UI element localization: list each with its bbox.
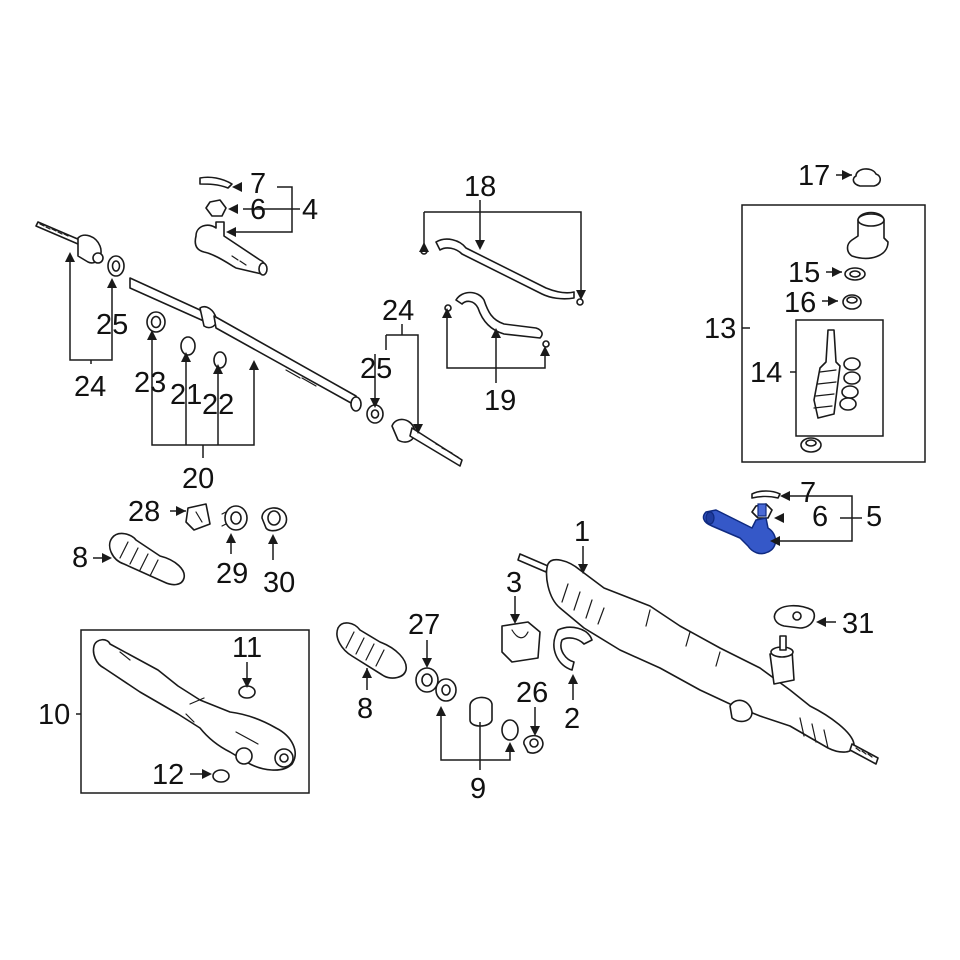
valve-housing[interactable] (846, 211, 889, 260)
pressure-hose[interactable] (420, 238, 584, 306)
callout-4: 4 (302, 194, 318, 226)
mount-bushing[interactable] (501, 621, 541, 663)
callout-24-right: 24 (382, 295, 414, 327)
callout-20: 20 (182, 463, 214, 495)
callout-27: 27 (408, 609, 440, 641)
callout-17: 17 (798, 160, 830, 192)
callout-28: 28 (128, 496, 160, 528)
callout-9: 9 (470, 773, 486, 805)
bushing-30[interactable] (261, 507, 288, 532)
castle-nut-top[interactable] (205, 199, 227, 217)
callout-8-center: 8 (357, 693, 373, 725)
callout-31: 31 (842, 608, 874, 640)
callout-21: 21 (170, 379, 202, 411)
callout-3: 3 (506, 567, 522, 599)
control-valve[interactable] (813, 329, 861, 419)
rack-shaft[interactable] (129, 277, 362, 412)
seal-15[interactable] (844, 267, 866, 281)
mount-bracket[interactable] (553, 626, 593, 671)
o-ring-9c[interactable] (501, 719, 519, 741)
gasket-31[interactable] (773, 604, 816, 629)
inner-tie-rod-left[interactable] (35, 221, 104, 264)
rack-seal[interactable] (146, 311, 166, 333)
callout-13: 13 (704, 313, 736, 345)
ring-9a[interactable] (435, 678, 457, 702)
callout-25-right: 25 (360, 353, 392, 385)
cotter-pin-right[interactable] (751, 490, 781, 499)
seal-16[interactable] (842, 294, 862, 310)
cotter-pin-top[interactable] (199, 176, 233, 189)
box-14 (795, 319, 884, 437)
callout-8-left: 8 (72, 542, 88, 574)
tie-rod-end-left[interactable] (194, 221, 268, 276)
bushing-9b[interactable] (469, 696, 493, 727)
bushing-26[interactable] (523, 734, 544, 754)
callout-16: 16 (784, 287, 816, 319)
box-10 (80, 629, 310, 794)
bellows-boot-left[interactable] (108, 532, 185, 586)
callout-11: 11 (232, 632, 262, 664)
o-ring-21[interactable] (180, 336, 196, 356)
callout-6-right: 6 (812, 501, 828, 533)
callout-15: 15 (788, 257, 820, 289)
callout-26: 26 (516, 677, 548, 709)
inner-tie-rod-right[interactable] (391, 418, 463, 467)
bellows-boot-center[interactable] (336, 622, 407, 679)
callout-25-left: 25 (96, 309, 128, 341)
dust-cover[interactable] (852, 168, 882, 187)
washer-left[interactable] (107, 255, 125, 277)
plug-12[interactable] (212, 769, 230, 783)
callout-2: 2 (564, 703, 580, 735)
callout-22: 22 (202, 389, 234, 421)
ring-27[interactable] (415, 667, 439, 693)
callout-12: 12 (152, 759, 184, 791)
callout-19: 19 (484, 385, 516, 417)
oil-seal-bottom[interactable] (800, 437, 822, 453)
callout-30: 30 (263, 567, 295, 599)
callout-29: 29 (216, 558, 248, 590)
callout-24-left: 24 (74, 371, 106, 403)
arrowheads (65, 170, 852, 779)
callout-18: 18 (464, 171, 496, 203)
gear-housing[interactable] (92, 638, 296, 771)
tie-rod-end-right-highlighted[interactable] (702, 503, 777, 555)
callout-7-right: 7 (800, 477, 816, 509)
steering-rack-assembly[interactable] (517, 553, 879, 765)
callout-6-top: 6 (250, 194, 266, 226)
box-13 (741, 204, 926, 463)
callout-10: 10 (38, 699, 70, 731)
callout-23: 23 (134, 367, 166, 399)
callout-1: 1 (574, 516, 590, 548)
callout-5: 5 (866, 501, 882, 533)
callout-labels: 7 6 4 25 24 23 21 22 20 24 25 18 19 17 1… (38, 160, 882, 805)
callout-7-top: 7 (250, 168, 266, 200)
return-hose[interactable] (444, 291, 550, 348)
bushing-29[interactable] (221, 505, 248, 531)
callout-14: 14 (750, 357, 782, 389)
o-ring-22[interactable] (213, 351, 227, 369)
bushing-28[interactable] (185, 503, 211, 531)
